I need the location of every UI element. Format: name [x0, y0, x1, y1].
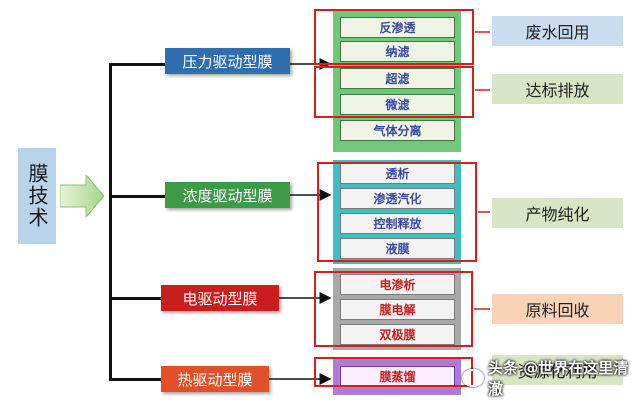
process-controlled-release: 控制释放 — [340, 213, 455, 234]
process-gas-separation: 气体分离 — [340, 120, 455, 141]
application-discharge-compliance: 达标排放 — [492, 74, 623, 104]
process-reverse-osmosis: 反渗透 — [340, 17, 455, 38]
category-electric-driven: 电驱动型膜 — [161, 285, 279, 311]
root-arrow-icon — [60, 175, 105, 217]
watermark: 头条 @世界在这里清澈 — [462, 359, 640, 398]
wechat-icon — [462, 369, 484, 387]
process-electrodialysis: 电渗析 — [340, 274, 455, 295]
branch-line-thermal — [109, 378, 162, 381]
group-outline-purification — [317, 162, 477, 262]
group-outline-wastewater — [314, 9, 474, 65]
process-bipolar-membrane: 双极膜 — [340, 324, 455, 345]
process-ultrafiltration: 超滤 — [340, 68, 455, 89]
category-pressure-driven: 压力驱动型膜 — [165, 48, 290, 74]
watermark-text: 头条 @世界在这里清澈 — [488, 359, 629, 398]
tree-trunk-line — [109, 64, 112, 380]
process-membrane-electrolysis: 膜电解 — [340, 299, 455, 320]
category-concentration-driven: 浓度驱动型膜 — [165, 182, 290, 208]
group-outline-discharge — [314, 66, 474, 118]
group-outline-thermal — [314, 357, 473, 387]
root-label: 膜技术 — [18, 148, 56, 244]
branch-line-electric — [109, 297, 162, 300]
branch-line-concentration — [109, 195, 166, 198]
application-partial-label: 资源化利用 — [492, 355, 623, 385]
application-raw-material-recovery: 原料回收 — [492, 294, 623, 324]
application-product-purification: 产物纯化 — [492, 198, 623, 228]
group-outline-recovery — [314, 271, 473, 347]
process-nanofiltration: 纳滤 — [340, 41, 455, 62]
process-pervaporation: 渗透汽化 — [340, 188, 455, 209]
category-thermal-driven: 热驱动型膜 — [161, 366, 269, 392]
branch-line-pressure — [109, 63, 166, 66]
process-microfiltration: 微滤 — [340, 94, 455, 115]
application-wastewater-reuse: 废水回用 — [492, 16, 623, 46]
process-liquid-membrane: 液膜 — [340, 238, 455, 259]
